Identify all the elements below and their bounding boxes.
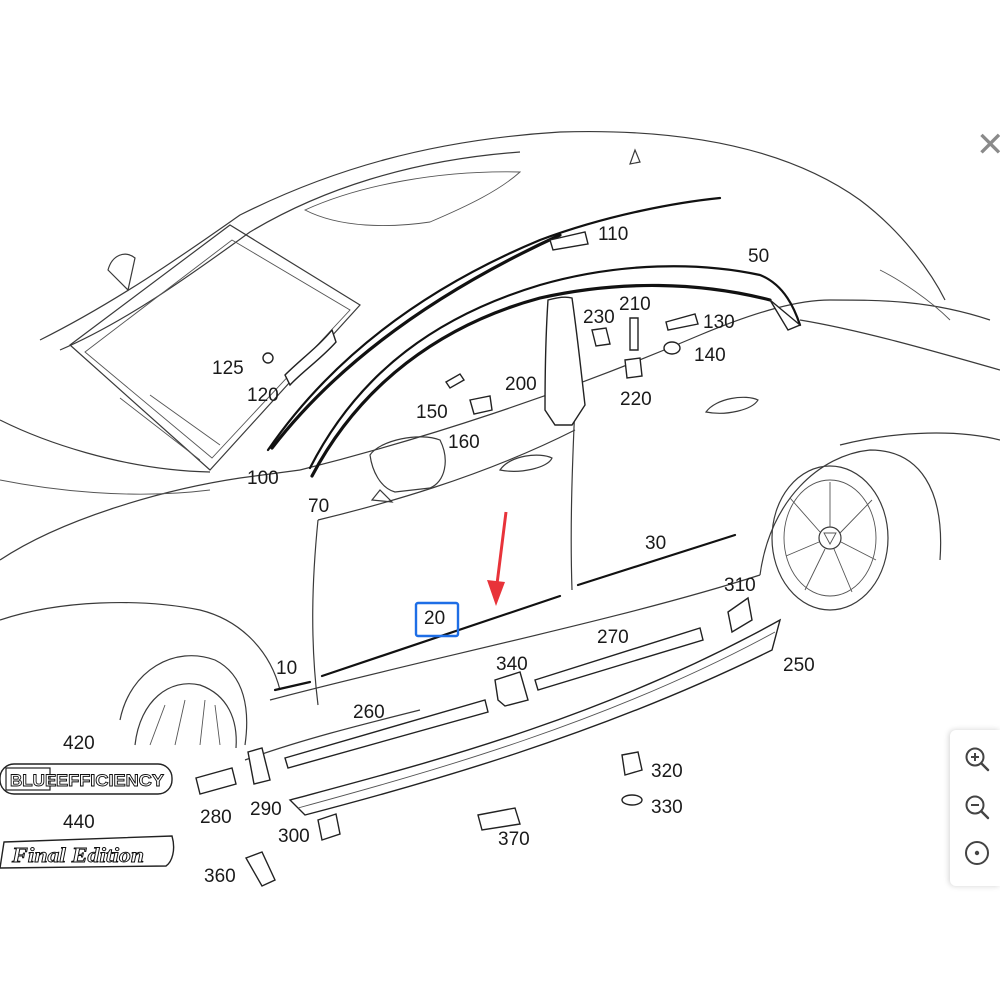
callout-270: 270	[597, 627, 629, 648]
callout-70: 70	[308, 496, 329, 517]
clip-320	[621, 751, 643, 776]
pin-210	[629, 317, 639, 351]
callout-290: 290	[250, 799, 282, 820]
front-wheel	[134, 683, 237, 749]
callout-300: 300	[278, 826, 310, 847]
callout-320: 320	[651, 761, 683, 782]
callout-420: 420	[63, 733, 95, 754]
reset-zoom-icon[interactable]	[962, 838, 992, 868]
window-frame-50	[308, 265, 802, 470]
callout-250: 250	[783, 655, 815, 676]
callout-150: 150	[416, 402, 448, 423]
sill-strip-260	[284, 699, 489, 769]
window-frame-70	[310, 283, 772, 478]
car-body-outline	[0, 130, 1000, 761]
grommet-140	[663, 341, 681, 355]
trim-parts	[195, 196, 802, 887]
callout-140: 140	[694, 345, 726, 366]
callout-440: 440	[63, 812, 95, 833]
zoom-out-icon[interactable]	[962, 792, 992, 822]
a-pillar-trim-100	[270, 233, 562, 450]
bracket-290	[247, 747, 271, 785]
callout-310: 310	[724, 575, 756, 596]
callout-100: 100	[247, 468, 279, 489]
clip-160	[469, 395, 493, 415]
callout-340: 340	[496, 654, 528, 675]
clip-280	[195, 767, 237, 795]
clip-130	[665, 313, 699, 331]
callout-280: 280	[200, 807, 232, 828]
callout-10: 10	[276, 658, 297, 679]
bracket-340	[494, 671, 529, 707]
zoom-controls	[950, 730, 1000, 886]
door-moulding-30	[576, 533, 737, 587]
callout-110: 110	[598, 224, 628, 245]
callout-125: 125	[212, 358, 244, 379]
callout-160: 160	[448, 432, 480, 453]
bracket-310	[727, 596, 753, 634]
rear-wheel	[771, 465, 889, 611]
screw-125	[262, 352, 274, 364]
callout-360: 360	[204, 866, 236, 887]
callout-120: 120	[247, 385, 279, 406]
sill-panel-250	[288, 618, 782, 816]
callout-labels: 10 20 30 50 70 100 110 120 125 130 140 1…	[63, 224, 815, 887]
callout-20: 20	[424, 608, 445, 629]
washer-330	[621, 794, 643, 806]
callout-370: 370	[498, 829, 530, 850]
callout-230: 230	[583, 307, 615, 328]
clip-150	[445, 373, 465, 389]
blue-efficiency-badge: BLUE EFFICIENCY	[0, 763, 173, 795]
callout-130: 130	[703, 312, 735, 333]
screw-230	[591, 327, 611, 347]
callout-220: 220	[620, 389, 652, 410]
badge-final-edition-text: Final Edition	[11, 843, 144, 867]
badge-blue-text: BLUE	[10, 771, 56, 790]
callout-200: 200	[505, 374, 537, 395]
b-pillar-trim-200	[544, 296, 586, 426]
roof-rail-trim-110	[266, 196, 722, 452]
clip-110	[549, 231, 589, 251]
clip-220	[624, 357, 643, 379]
bracket-370	[477, 807, 521, 831]
final-edition-badge: Final Edition	[0, 835, 175, 869]
callout-260: 260	[353, 702, 385, 723]
callout-highlight-box	[414, 601, 460, 638]
clip-300	[317, 813, 341, 841]
sill-strip-270	[534, 627, 704, 691]
clip-120	[284, 328, 337, 387]
callout-210: 210	[619, 294, 651, 315]
callout-330: 330	[651, 797, 683, 818]
badge-efficiency-text: EFFICIENCY	[56, 771, 165, 790]
callout-50: 50	[748, 246, 769, 267]
red-arrow	[487, 511, 508, 606]
bracket-360	[244, 851, 276, 887]
callout-30: 30	[645, 533, 666, 554]
close-icon[interactable]: ✕	[976, 130, 1000, 160]
zoom-in-icon[interactable]	[962, 744, 992, 774]
fender-moulding-10	[273, 680, 312, 692]
